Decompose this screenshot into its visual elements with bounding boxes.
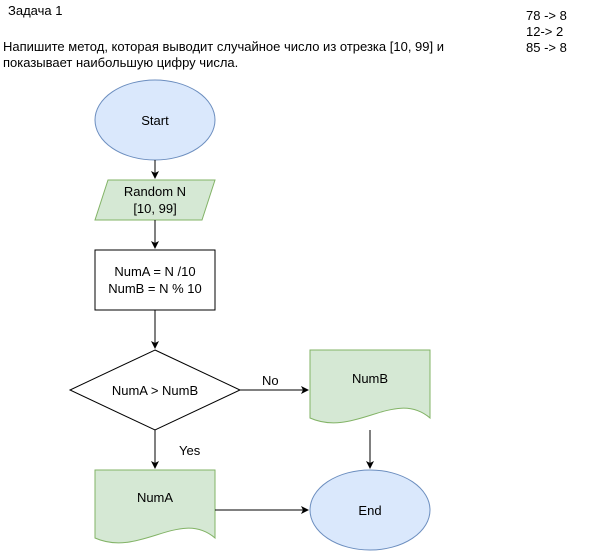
process-label-line-1: NumA = N /10 <box>114 264 195 279</box>
input-node: Random N [10, 99] <box>94 179 216 221</box>
task-description: Напишите метод, которая выводит случайно… <box>3 39 444 70</box>
no-branch-label: No <box>262 373 279 388</box>
output-numb-label: NumB <box>352 371 388 386</box>
decision-label: NumA > NumB <box>112 383 198 398</box>
output-numa-node: NumA <box>94 469 216 544</box>
example-2: 12-> 2 <box>526 24 564 39</box>
input-label-line-1: Random N <box>124 184 186 199</box>
output-numa-label: NumA <box>137 490 173 505</box>
decision-node: NumA > NumB <box>68 349 242 431</box>
output-numb-shape <box>309 349 431 424</box>
examples-list: 78 -> 8 12-> 2 85 -> 8 <box>526 8 567 56</box>
end-label: End <box>358 503 381 518</box>
start-node: Start <box>94 79 216 161</box>
output-numa-shape <box>94 469 216 544</box>
example-3: 85 -> 8 <box>526 40 567 55</box>
end-node: End <box>309 469 431 551</box>
example-1: 78 -> 8 <box>526 8 567 23</box>
process-shape <box>94 249 216 311</box>
end-shape <box>309 469 431 551</box>
output-numb-node: NumB <box>309 349 431 424</box>
input-shape <box>94 179 216 221</box>
task-title: Задача 1 <box>8 3 63 18</box>
process-label-line-2: NumB = N % 10 <box>108 281 202 296</box>
yes-branch-label: Yes <box>179 443 201 458</box>
start-label: Start <box>141 113 169 128</box>
process-node: NumA = N /10 NumB = N % 10 <box>94 249 216 311</box>
input-label-line-2: [10, 99] <box>133 201 176 216</box>
